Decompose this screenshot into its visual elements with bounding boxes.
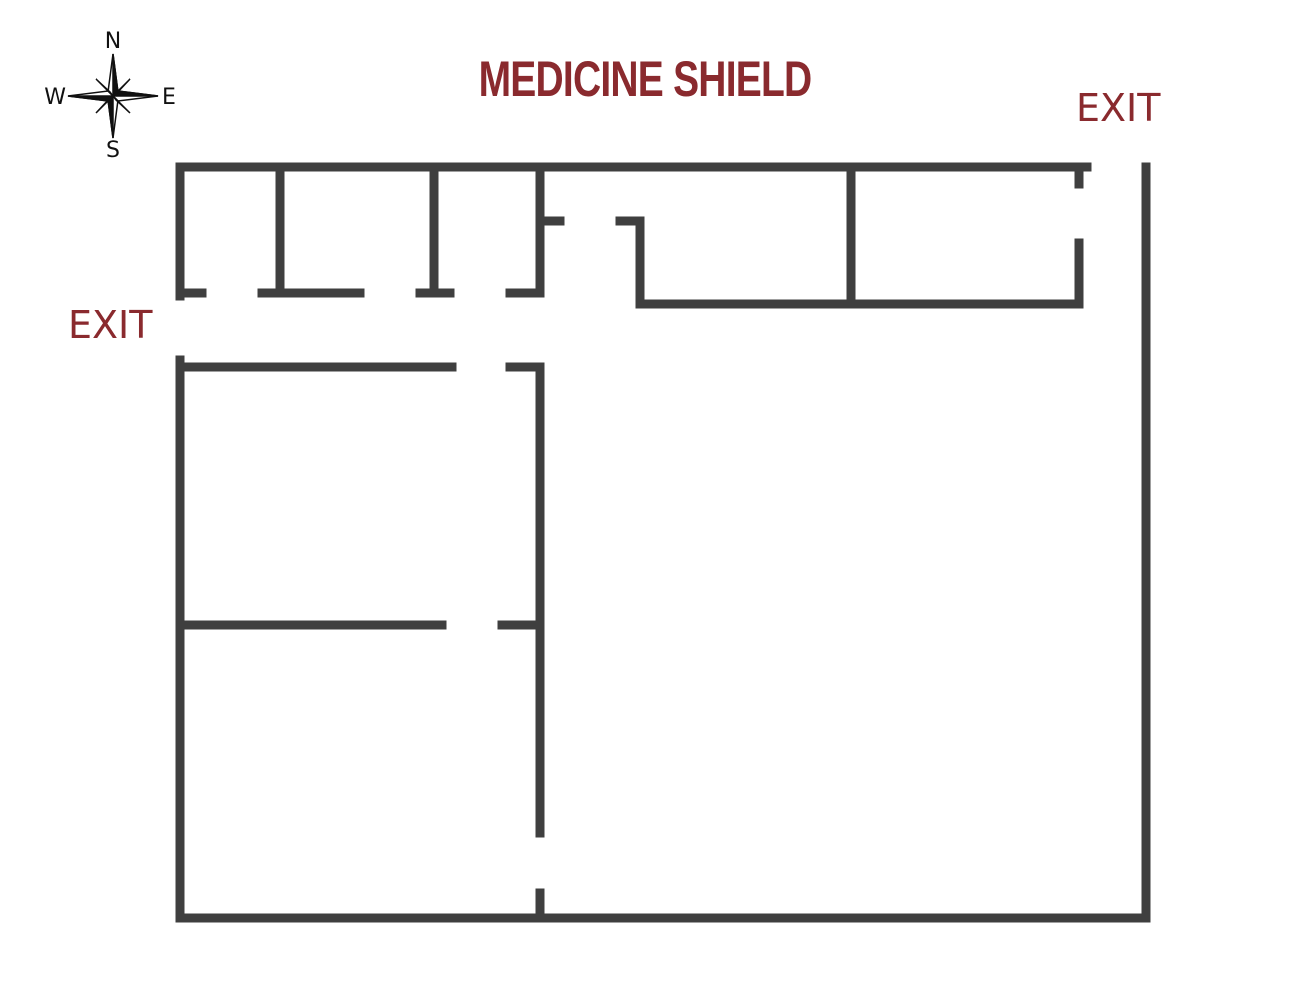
compass-rose-icon: N S E W <box>44 29 176 163</box>
exit-label-west: EXIT <box>68 303 153 347</box>
map-title: MEDICINE SHIELD <box>478 51 813 107</box>
compass-north-label: N <box>105 29 121 54</box>
exit-label-north-east: EXIT <box>1076 86 1161 130</box>
compass-east-label: E <box>162 85 176 110</box>
compass-west-label: W <box>44 85 66 110</box>
walls <box>175 162 1151 923</box>
compass-south-label: S <box>106 138 120 163</box>
